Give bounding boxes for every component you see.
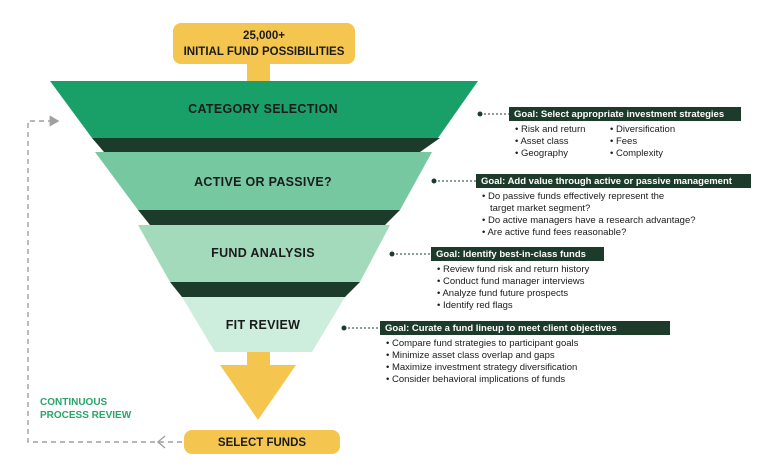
stage-2-bullet-2: • Do active managers have a research adv… <box>482 215 696 226</box>
start-label-text: INITIAL FUND POSSIBILITIES <box>184 46 345 58</box>
stage-4-bullet-1: • Compare fund strategies to participant… <box>386 338 579 349</box>
stage-2-shadow <box>138 210 400 225</box>
stage-4-bullet-4: • Consider behavioral implications of fu… <box>386 374 565 385</box>
stage-4-bullet-3: • Maximize investment strategy diversifi… <box>386 362 577 373</box>
start-box <box>173 23 355 64</box>
process-loop-arrow <box>27 115 182 443</box>
stage-1-bullet-left-3: • Geography <box>515 148 568 159</box>
stage-3-goal-badge <box>431 247 604 261</box>
stage-3-bullet-2: • Conduct fund manager interviews <box>437 276 585 287</box>
start-count-text: 25,000+ <box>243 30 285 42</box>
stage-2-bullet-1-cont: target market segment? <box>490 203 590 214</box>
stage-1-bullets: • Risk and return • Asset class • Geogra… <box>515 124 675 159</box>
stage-1-shadow <box>92 138 440 152</box>
stage-1-goal-text: Goal: Select appropriate investment stra… <box>514 109 724 120</box>
stage-1-trapezoid <box>50 81 478 138</box>
stage-3-bullet-1: • Review fund risk and return history <box>437 264 589 275</box>
stage-2-goal-badge <box>476 174 751 188</box>
stage-1-title: CATEGORY SELECTION <box>188 102 338 116</box>
stage-3-bullet-4: • Identify red flags <box>437 300 513 311</box>
funnel-down-arrow <box>220 352 296 420</box>
loop-label-line2: PROCESS REVIEW <box>40 410 132 421</box>
stage-4-goal-text: Goal: Curate a fund lineup to meet clien… <box>385 323 617 334</box>
stage-4-bullets: • Compare fund strategies to participant… <box>386 338 579 385</box>
stage-3-bullets: • Review fund risk and return history • … <box>437 264 589 311</box>
stage-3-title: FUND ANALYSIS <box>211 246 315 260</box>
end-box <box>184 430 340 454</box>
stage-4-trapezoid <box>182 297 345 352</box>
stage-2-trapezoid <box>95 152 432 210</box>
stage-4-goal-badge <box>380 321 670 335</box>
stage-2-title: ACTIVE OR PASSIVE? <box>194 175 332 189</box>
stage-1-bullet-left-2: • Asset class <box>515 136 569 147</box>
stage-1-goal-badge <box>509 107 741 121</box>
stage-3-goal-text: Goal: Identify best-in-class funds <box>436 249 586 260</box>
stage-3-bullet-3: • Analyze fund future prospects <box>437 288 568 299</box>
stage-3-trapezoid <box>138 225 390 282</box>
stage-1-bullet-right-3: • Complexity <box>610 148 663 159</box>
loop-label-line1: CONTINUOUS <box>40 397 108 408</box>
end-label-text: SELECT FUNDS <box>218 437 307 449</box>
stage-2-bullets: • Do passive funds effectively represent… <box>482 191 696 238</box>
stage-4-title: FIT REVIEW <box>226 318 301 332</box>
stage-3-shadow <box>170 282 360 297</box>
process-loop-start-arrowhead <box>156 435 166 449</box>
stage-1-bullet-left-1: • Risk and return <box>515 124 585 135</box>
stage-4-bullet-2: • Minimize asset class overlap and gaps <box>386 350 555 361</box>
stage-2-bullet-3: • Are active fund fees reasonable? <box>482 227 626 238</box>
stage-1-bullet-right-2: • Fees <box>610 136 637 147</box>
stage-2-goal-text: Goal: Add value through active or passiv… <box>481 176 733 187</box>
stage-1-bullet-right-1: • Diversification <box>610 124 675 135</box>
stage-2-bullet-1: • Do passive funds effectively represent… <box>482 191 664 202</box>
